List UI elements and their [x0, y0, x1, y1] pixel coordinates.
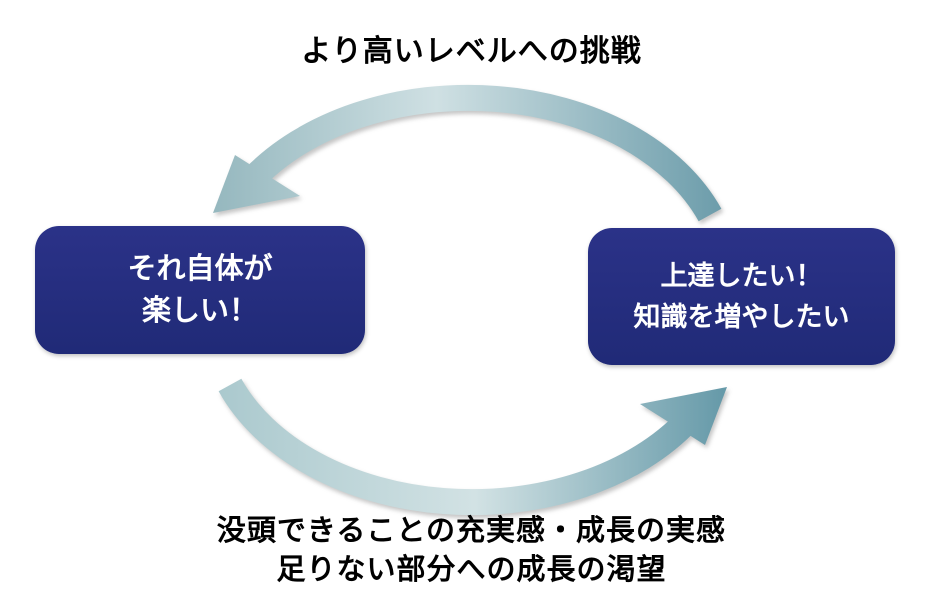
top-arrow-head-icon — [213, 155, 300, 213]
top-cycle-arrow-icon — [213, 84, 722, 222]
left-node: それ自体が 楽しい！ — [35, 226, 365, 354]
bottom-arrow-body — [218, 378, 698, 516]
bottom-arrow-head-icon — [640, 387, 727, 445]
diagram-title: より高いレベルへの挑戦 — [301, 35, 642, 68]
right-node-line2: 知識を増やしたい — [633, 301, 850, 332]
bottom-caption-line2: 足りない部分への成長の渇望 — [276, 554, 667, 586]
left-node-line1: それ自体が — [127, 253, 273, 285]
bottom-cycle-arrow-icon — [218, 378, 727, 516]
bottom-caption-line1: 没頭できることの充実感・成長の実感 — [216, 515, 727, 547]
bottom-caption: 没頭できることの充実感・成長の実感 足りない部分への成長の渇望 — [0, 512, 943, 590]
right-node-line1: 上達したい！ — [660, 260, 823, 291]
top-arrow-body — [242, 84, 722, 222]
right-node: 上達したい！ 知識を増やしたい — [588, 228, 895, 365]
left-node-line2: 楽しい！ — [141, 295, 258, 327]
